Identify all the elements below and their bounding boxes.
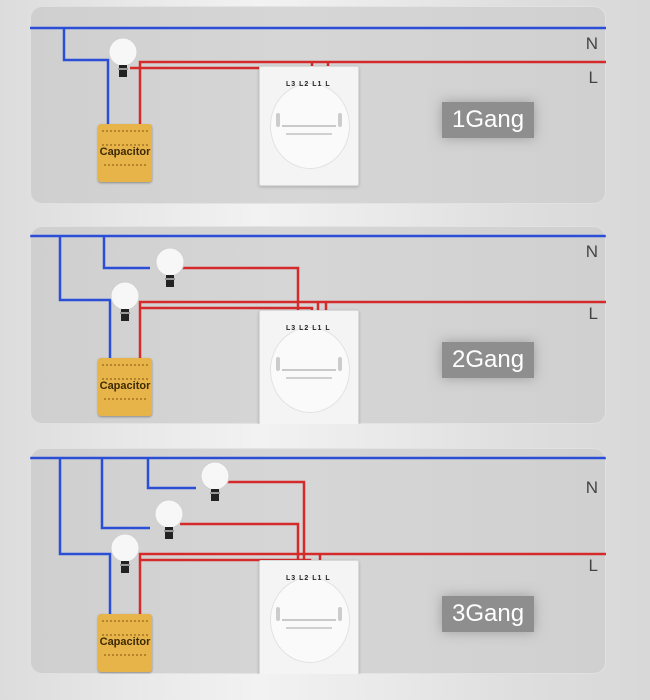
neutral-label: N <box>585 478 598 497</box>
capacitor-label: Capacitor <box>99 380 151 392</box>
capacitor: Capacitor <box>98 124 152 182</box>
bulb-icon <box>108 37 138 77</box>
bulb-icon <box>110 533 140 573</box>
live-label: L <box>588 68 598 87</box>
live-label: L <box>588 556 598 575</box>
neutral-label: N <box>585 242 598 261</box>
gang-label: 1Gang <box>442 102 535 138</box>
wifi-switch: L3 L2 L1 L <box>259 310 359 424</box>
capacitor: Capacitor <box>98 358 152 416</box>
panel-3gang: N L Capacitor L3 L2 L1 L 3Gang <box>30 448 606 674</box>
gang-label: 3Gang <box>442 596 535 632</box>
panel-2gang: N L Capacitor L3 L2 L1 L 2Gang <box>30 226 606 424</box>
capacitor-label: Capacitor <box>99 146 151 158</box>
panel-1gang: N L Capacitor L3 L2 L1 L 1Gang <box>30 6 606 204</box>
bulb-icon <box>110 281 140 321</box>
switch-terminals: L3 L2 L1 L <box>286 81 331 88</box>
live-label: L <box>588 304 598 323</box>
bulb-icon <box>155 247 185 287</box>
gang-label: 2Gang <box>442 342 535 378</box>
switch-terminals: L3 L2 L1 L <box>286 325 331 332</box>
wiring-3gang <box>30 456 606 616</box>
bulb-icon <box>200 461 230 501</box>
wifi-switch: L3 L2 L1 L <box>259 560 359 674</box>
wifi-switch: L3 L2 L1 L <box>259 66 359 186</box>
capacitor-label: Capacitor <box>99 636 151 648</box>
switch-terminals: L3 L2 L1 L <box>286 575 331 582</box>
neutral-label: N <box>585 34 598 53</box>
capacitor: Capacitor <box>98 614 152 672</box>
bulb-icon <box>154 499 184 539</box>
